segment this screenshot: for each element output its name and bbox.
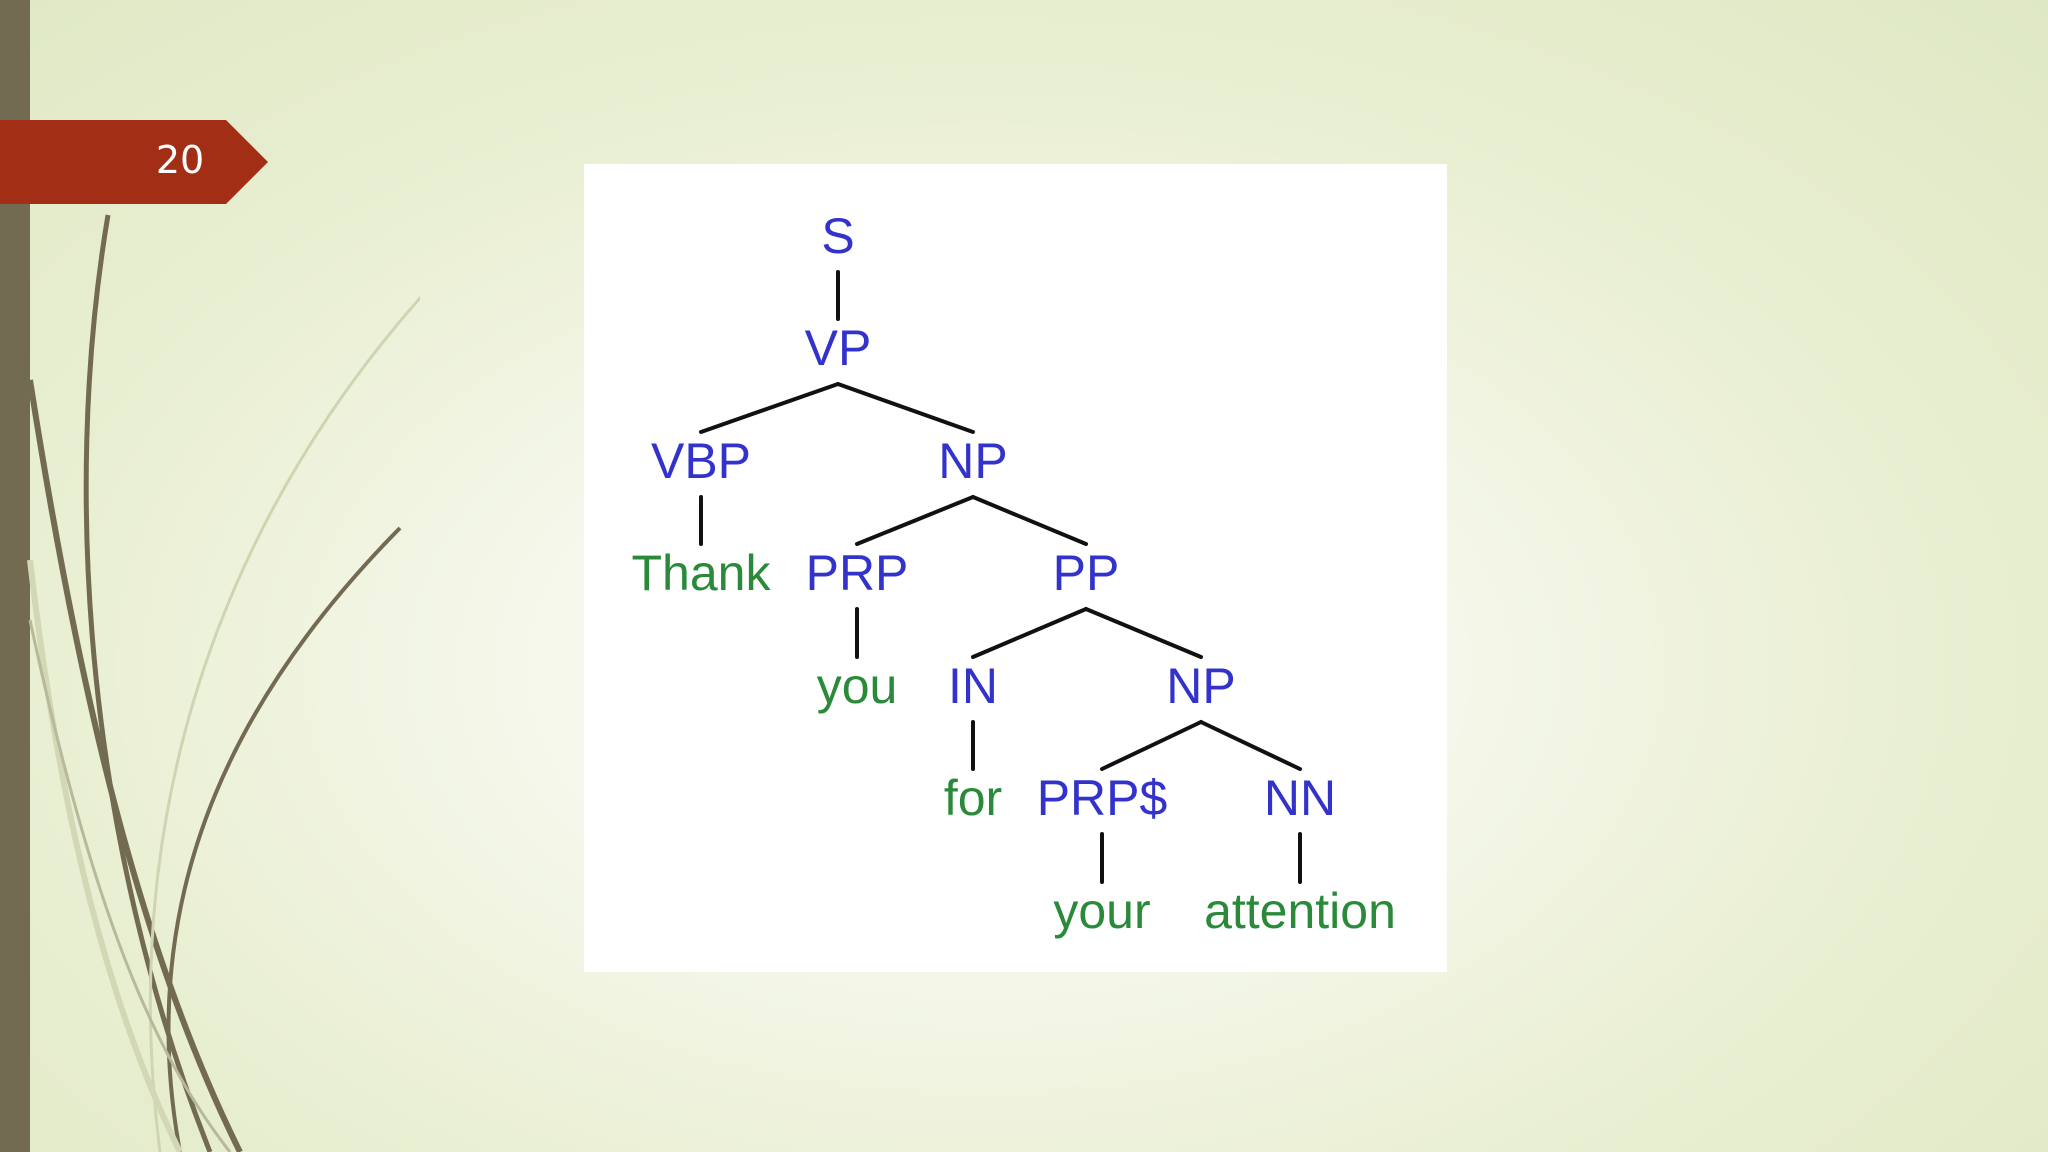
tree-edge-pp-in: [971, 607, 1088, 659]
category-node-prps: PRP$: [1037, 770, 1168, 826]
tree-edge-np1-pp: [971, 495, 1088, 546]
category-node-prp: PRP: [806, 545, 909, 601]
word-node-w-attention: attention: [1204, 883, 1396, 939]
tree-edge-vp-np1: [836, 382, 975, 434]
tree-edge-np2-prps: [1100, 720, 1203, 771]
category-node-s: S: [821, 208, 854, 264]
category-node-in: IN: [948, 658, 998, 714]
tree-edge-vp-vbp: [699, 382, 840, 434]
category-node-np2: NP: [1166, 658, 1235, 714]
word-node-w-thank: Thank: [632, 545, 772, 601]
word-node-w-your: your: [1053, 883, 1150, 939]
tree-edge-np2-nn: [1199, 720, 1302, 771]
category-node-np1: NP: [938, 433, 1007, 489]
category-node-nn: NN: [1264, 770, 1336, 826]
tree-edge-pp-np2: [1084, 607, 1203, 659]
page-number: 20: [155, 138, 205, 182]
decorative-swooshes: [27, 214, 420, 1152]
word-node-w-for: for: [944, 770, 1002, 826]
tree-edges: [699, 270, 1302, 884]
category-node-vp: VP: [805, 320, 872, 376]
category-node-pp: PP: [1053, 545, 1120, 601]
tree-edge-np1-prp: [855, 495, 975, 546]
page-number-badge: 20: [0, 120, 268, 204]
category-node-vbp: VBP: [651, 433, 751, 489]
word-node-w-you: you: [817, 658, 898, 714]
